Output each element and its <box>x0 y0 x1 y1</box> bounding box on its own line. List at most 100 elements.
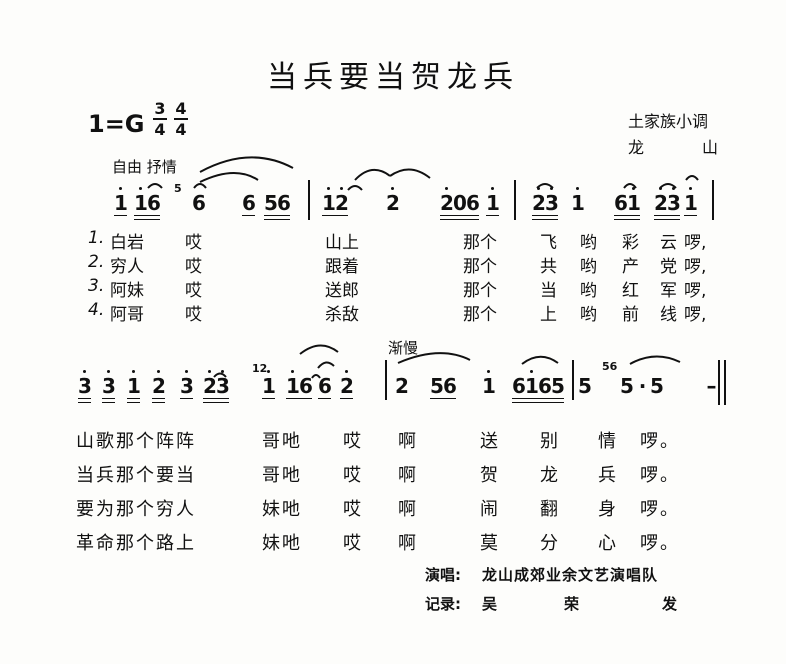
beam-underline <box>614 215 640 216</box>
note-group: 5 <box>578 375 592 397</box>
refrain-lyric-d: 啊 <box>398 533 418 554</box>
note: 3 <box>102 370 116 398</box>
beam-underline <box>512 402 564 403</box>
note-group: 1 <box>114 187 128 216</box>
beam-underline <box>614 219 640 220</box>
note-group: 6 <box>242 191 256 216</box>
beam-underline <box>152 398 165 399</box>
refrain-lyric-e: 送 <box>480 431 500 452</box>
verse-lyric-num: 1. <box>88 228 105 248</box>
verse-lyric-c: 山上 <box>325 233 359 253</box>
source-genre: 土家族小调 <box>628 112 709 131</box>
note-group: 206 <box>440 187 480 220</box>
beam-underline <box>684 215 697 216</box>
note: 2 <box>440 187 454 215</box>
beam-underline <box>318 398 331 399</box>
note-group: 2 <box>386 187 400 214</box>
refrain-lyric-f: 翻 <box>540 499 560 520</box>
refrain-lyric-a: 要为那个穷人 <box>76 499 196 520</box>
beam-underline <box>102 402 115 403</box>
note-group: 23 <box>203 370 230 403</box>
barline <box>308 180 310 220</box>
barline <box>712 180 714 220</box>
refrain-lyric-c: 哎 <box>343 465 363 486</box>
note: 6 <box>299 374 313 398</box>
beam-underline <box>532 215 558 216</box>
note: 6 <box>242 191 256 215</box>
note: 2 <box>654 187 668 215</box>
note-group: 56 <box>264 191 291 220</box>
note: 5 <box>264 191 278 215</box>
note-group: 16 <box>286 370 313 399</box>
beam-underline <box>654 215 680 216</box>
refrain-lyric-e: 贺 <box>480 465 500 486</box>
note: 3 <box>78 370 92 398</box>
singer-label: 演唱: <box>425 566 461 584</box>
grace-note: 5 <box>174 182 182 195</box>
refrain-lyric-d: 啊 <box>398 431 418 452</box>
verse-lyric-num: 4. <box>88 300 105 320</box>
refrain-lyric-b: 哥吔 <box>262 431 302 452</box>
note-group: 61 <box>614 187 641 220</box>
note-group: 1 <box>571 187 585 215</box>
note: 5 <box>650 374 664 398</box>
verse-lyric-c: 跟着 <box>325 257 359 277</box>
verse-lyric-a: 阿哥 <box>110 305 144 325</box>
note-group: 23 <box>654 187 681 220</box>
note: 1 <box>262 370 276 398</box>
key-signature: 1=G <box>88 110 145 138</box>
note: 1 <box>571 187 585 215</box>
note: 2 <box>532 187 546 215</box>
note: 1 <box>525 370 539 398</box>
refrain-lyric-d: 啊 <box>398 465 418 486</box>
note: 6 <box>443 374 457 398</box>
note-group: 16 <box>134 187 161 220</box>
barline <box>724 360 726 405</box>
verse-lyric-a: 白岩 <box>110 233 144 253</box>
note-group: 1 <box>684 187 698 216</box>
refrain-lyric-a: 山歌那个阵阵 <box>76 431 196 452</box>
refrain-lyric-a: 当兵那个要当 <box>76 465 196 486</box>
grace-note: 12 <box>252 362 268 375</box>
beam-underline <box>430 398 456 399</box>
refrain-lyric-h: 啰。 <box>640 499 680 520</box>
verse-lyric-i: 啰, <box>684 233 707 253</box>
source-region-b: 山 <box>702 138 719 157</box>
beam-underline <box>127 402 140 403</box>
verse-lyric-a: 穷人 <box>110 257 144 277</box>
beam-underline <box>203 398 229 399</box>
refrain-lyric-f: 别 <box>540 431 560 452</box>
note-group: · <box>636 375 649 397</box>
note-group: – <box>705 375 718 397</box>
note: 5 <box>430 374 444 398</box>
refrain-lyric-c: 哎 <box>343 431 363 452</box>
refrain-lyric-g: 情 <box>598 431 618 452</box>
note-group: 23 <box>532 187 559 220</box>
note: 6 <box>538 374 552 398</box>
refrain-lyric-b: 哥吔 <box>262 465 302 486</box>
note: 6 <box>466 191 480 215</box>
grace-note: 56 <box>602 360 618 373</box>
verse-lyric-f: 哟 <box>580 257 597 277</box>
beam-underline <box>286 398 312 399</box>
song-title: 当兵要当贺龙兵 <box>267 60 519 95</box>
note: 1 <box>322 187 336 215</box>
barline <box>385 360 387 400</box>
refrain-lyric-d: 啊 <box>398 499 418 520</box>
verse-lyric-f: 哟 <box>580 281 597 301</box>
verse-lyric-b: 哎 <box>185 257 202 277</box>
recorder-char: 荣 <box>564 595 580 613</box>
verse-lyric-h: 云 <box>660 233 677 253</box>
verse-lyric-e: 上 <box>540 305 557 325</box>
beam-underline <box>340 398 353 399</box>
verse-lyric-e: 共 <box>540 257 557 277</box>
note: 6 <box>277 191 291 215</box>
verse-lyric-num: 3. <box>88 276 105 296</box>
note: 1 <box>114 187 128 215</box>
recorder-char: 发 <box>662 595 678 613</box>
verse-lyric-e: 当 <box>540 281 557 301</box>
refrain-lyric-a: 革命那个路上 <box>76 533 196 554</box>
refrain-lyric-h: 啰。 <box>640 465 680 486</box>
